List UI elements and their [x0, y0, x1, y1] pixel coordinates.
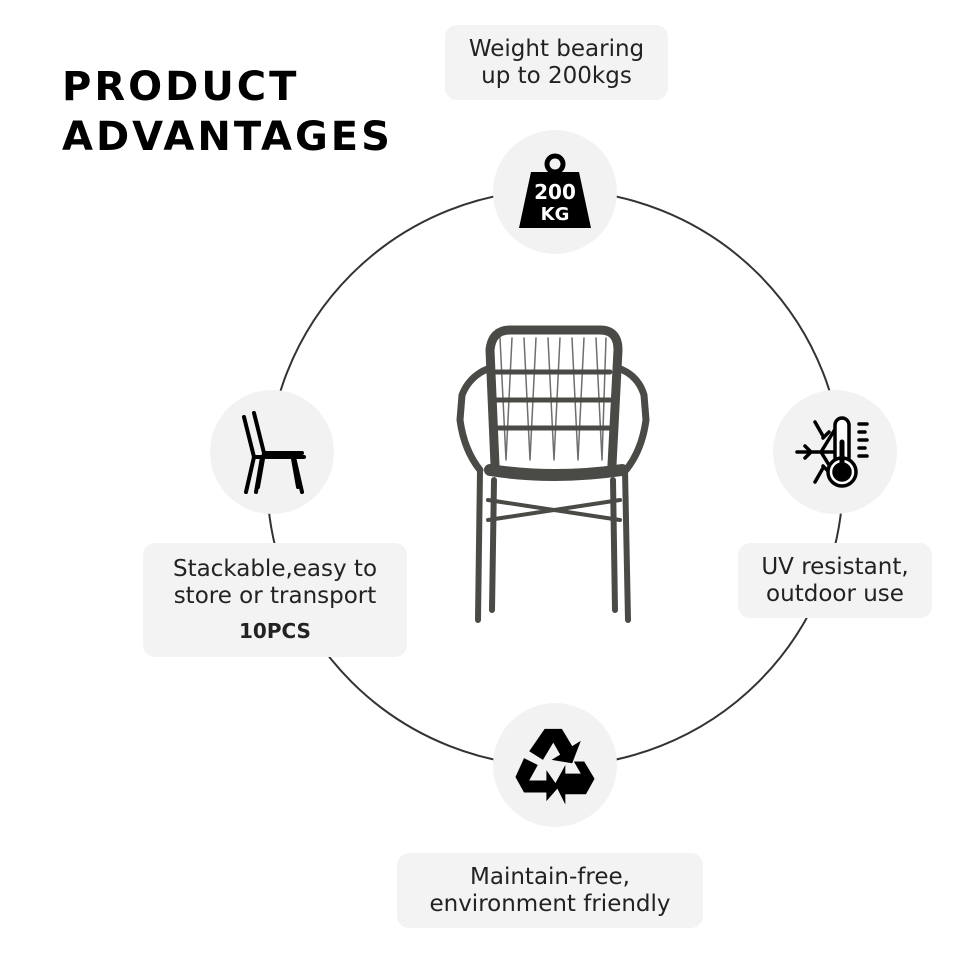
recycle-icon-badge [493, 703, 617, 827]
feature-maintenance-label: Maintain-free, environment friendly [397, 853, 703, 928]
weight-200kg-icon: 200 KG [519, 153, 591, 228]
product-chair-image [456, 325, 650, 623]
recycle-icon [515, 728, 595, 805]
stackable-chair-icon [242, 411, 306, 494]
svg-text:200: 200 [534, 180, 576, 204]
feature-text: outdoor use [766, 580, 904, 607]
feature-stackable-label: Stackable,easy to store or transport 10P… [143, 543, 407, 657]
feature-text: Stackable,easy to [172, 555, 378, 582]
page-title: PRODUCT ADVANTAGES [62, 62, 393, 162]
stack-count: 10PCS [239, 618, 311, 643]
snowflake-thermometer-icon [795, 416, 869, 488]
uv-icon-badge [773, 390, 897, 514]
feature-text: Weight bearing [468, 35, 645, 62]
stackable-icon-badge [210, 390, 334, 514]
feature-uv-label: UV resistant, outdoor use [738, 543, 932, 618]
svg-text:KG: KG [541, 204, 570, 225]
weight-icon-badge: 200 KG [493, 130, 617, 254]
title-line-2: ADVANTAGES [62, 114, 393, 160]
feature-text: environment friendly [429, 890, 671, 917]
feature-text: store or transport [173, 582, 377, 609]
feature-text: Maintain-free, [470, 863, 630, 890]
title-line-1: PRODUCT [62, 64, 300, 110]
feature-text: up to 200kgs [481, 62, 632, 89]
feature-text: UV resistant, [761, 553, 909, 580]
feature-weight-label: Weight bearing up to 200kgs [445, 25, 668, 100]
